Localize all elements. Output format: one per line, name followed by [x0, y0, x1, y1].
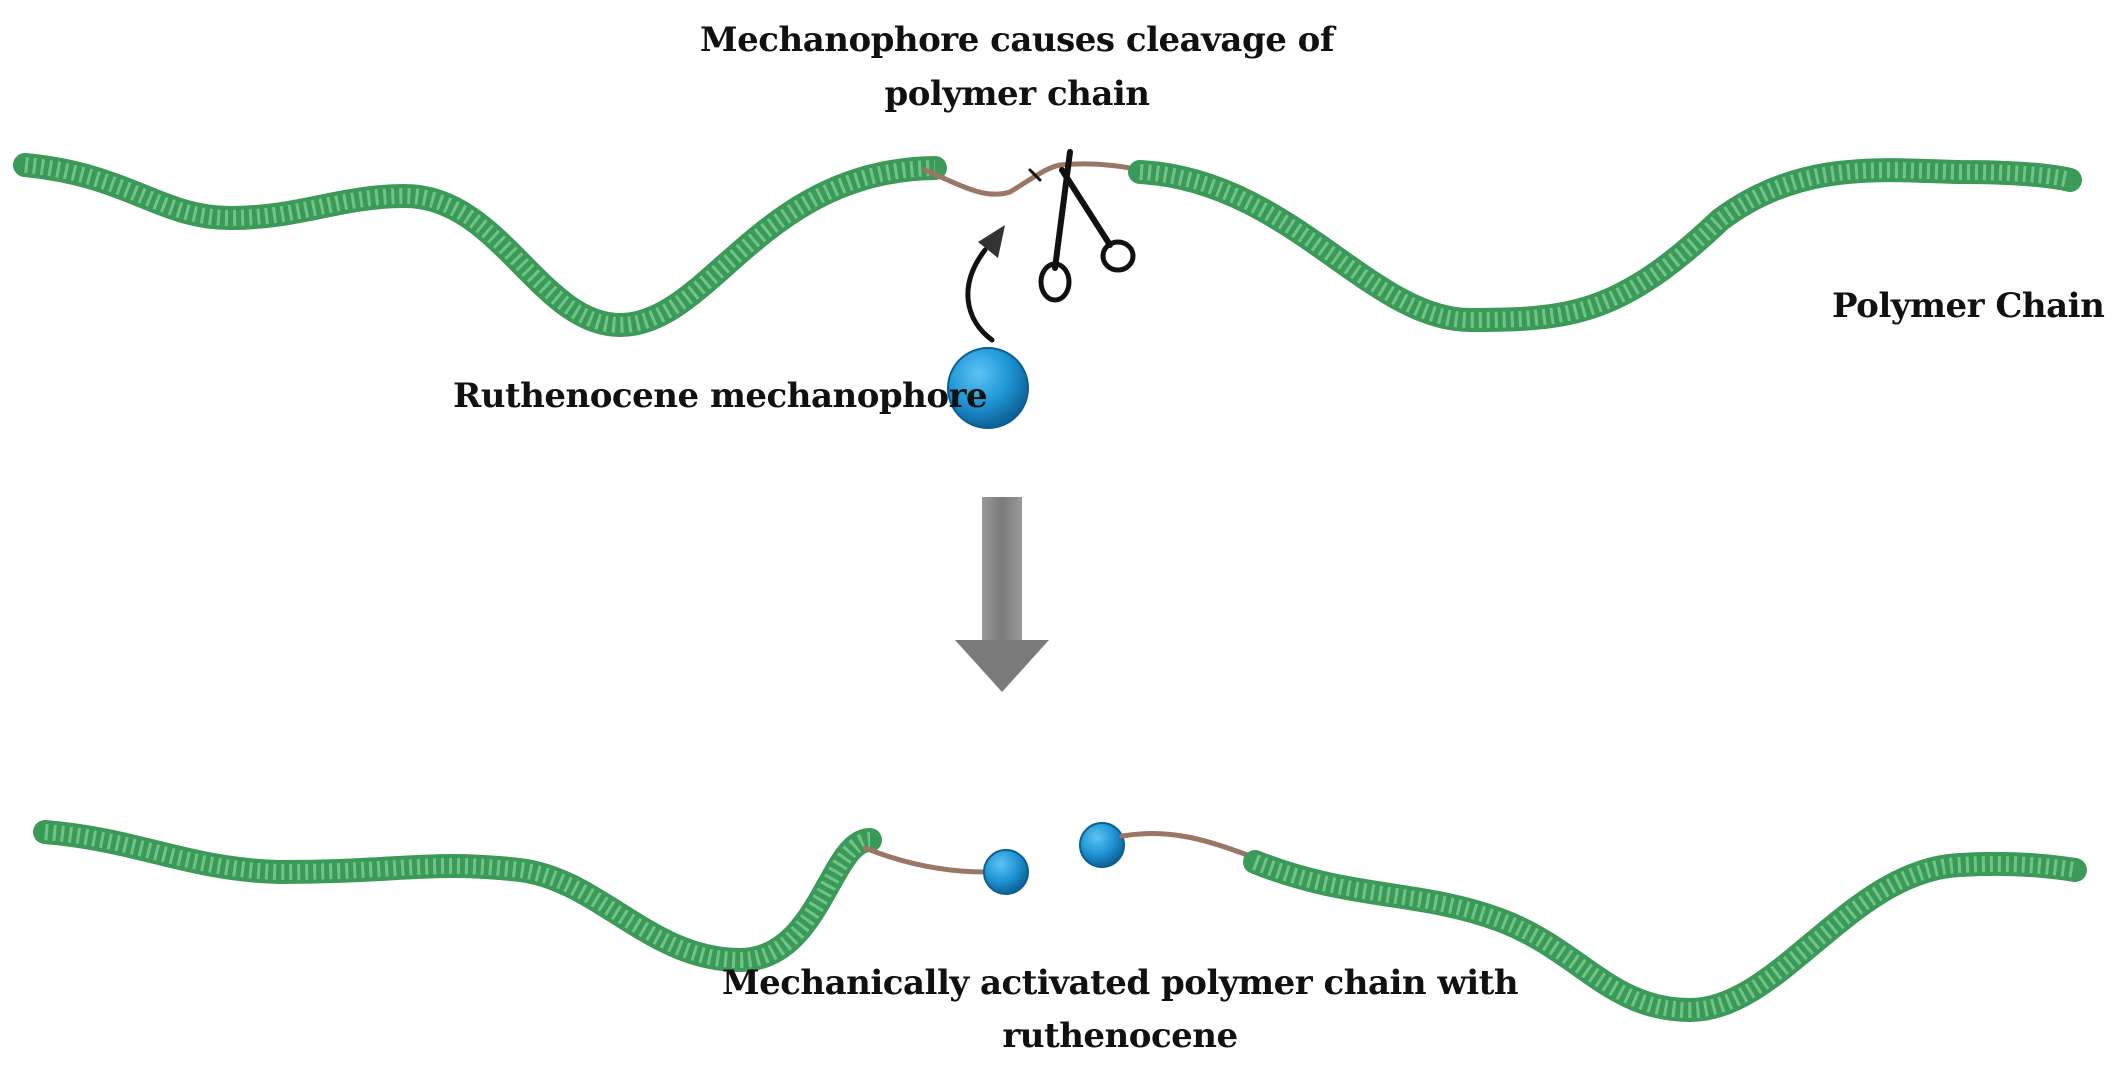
polymer-chain-bottom-left: [33, 820, 882, 973]
ruthenocene-mechanophore: [947, 347, 1029, 429]
polymer-chain-label: Polymer Chain: [1832, 286, 2105, 326]
cleavage-label-line1: Mechanophore causes cleavage of: [700, 20, 1335, 60]
polymer-chain-bottom: [33, 820, 2087, 1023]
down-arrow-icon: [955, 497, 1049, 692]
activated-label-line1: Mechanically activated polymer chain wit…: [721, 963, 1519, 1003]
linker-bottom-left: [862, 845, 988, 875]
ruthenocene-fragment-left: [983, 849, 1029, 895]
linker-bottom-right: [1119, 831, 1263, 863]
polymer-chain-bottom-right: [1243, 850, 2087, 1023]
polymer-chain-top-left: [13, 153, 947, 338]
scissors-icon: [1028, 149, 1136, 303]
curved-arrow-icon: [965, 225, 1005, 343]
cleavage-label-line2: polymer chain: [884, 74, 1150, 114]
polymer-chain-top-right: [1128, 158, 2082, 333]
polymer-chain-top: [13, 153, 2082, 338]
ruthenocene-mechanophore-label: Ruthenocene mechanophore: [453, 376, 988, 416]
activated-label-line2: ruthenocene: [1002, 1016, 1238, 1056]
ruthenocene-fragment-right: [1079, 822, 1125, 868]
